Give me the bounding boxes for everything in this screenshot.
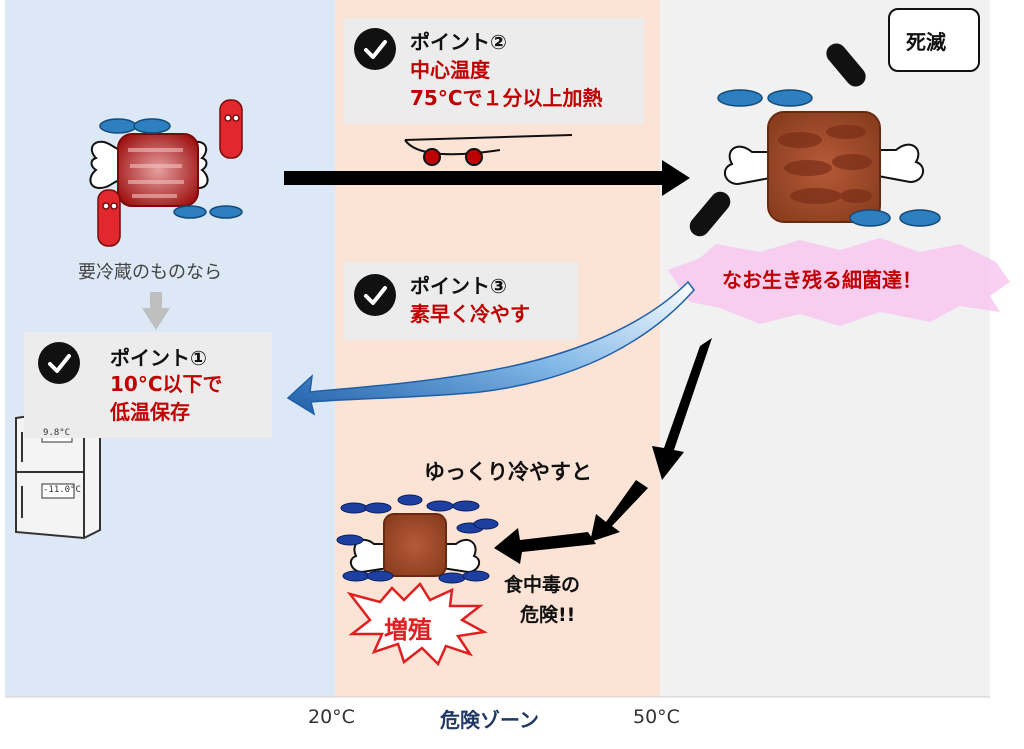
dead-label: 死滅 xyxy=(906,30,946,54)
blue-bacteria-group-2 xyxy=(717,89,941,227)
check-icon xyxy=(38,342,80,384)
cooked-meat-illustration xyxy=(723,111,925,223)
fridge-top-display: 9.8°C xyxy=(43,428,71,438)
multiplying-meat xyxy=(349,513,481,577)
check-icon xyxy=(354,274,396,316)
thermometer-probe xyxy=(404,134,573,166)
point3-title: ポイント③ xyxy=(410,274,507,298)
red-bacteria-group xyxy=(97,99,243,247)
temp-20-label: 20°C xyxy=(308,706,355,728)
multiply-burst xyxy=(346,582,488,667)
slow-cool-label: ゆっくり冷やすと xyxy=(424,460,592,484)
slow-cool-arrow-3 xyxy=(494,528,596,564)
point3-line1: 素早く冷やす xyxy=(410,302,530,326)
point2-callout: ポイント② 中心温度 75°Cで１分以上加熱 xyxy=(344,18,644,124)
temp-50-label: 50°C xyxy=(633,706,680,728)
point3-callout: ポイント③ 素早く冷やす xyxy=(344,262,578,340)
dead-badge: 死滅 xyxy=(888,8,980,72)
down-arrow-gray xyxy=(150,292,162,310)
point1-title: ポイント① xyxy=(110,346,207,370)
blue-bacteria-group-1 xyxy=(99,118,243,219)
blue-bacteria-swarm xyxy=(336,494,499,584)
point2-title: ポイント② xyxy=(410,30,507,54)
pink-burst xyxy=(668,238,1010,326)
dead-bacteria-group xyxy=(689,43,866,237)
slow-cool-arrow-2 xyxy=(590,480,648,542)
refrigerate-label: 要冷蔵のものなら xyxy=(78,262,222,283)
point1-line1: 10°C以下で xyxy=(110,372,223,396)
point2-line1: 中心温度 xyxy=(410,58,490,82)
point1-line2: 低温保存 xyxy=(110,400,190,424)
slow-cool-arrow-1 xyxy=(652,338,712,480)
check-icon xyxy=(354,28,396,70)
survivors-label: なお生き残る細菌達！ xyxy=(722,268,922,292)
food-poisoning-line1: 食中毒の xyxy=(504,574,581,596)
multiply-label: 増殖 xyxy=(384,616,432,644)
danger-zone-label: 危険ゾーン xyxy=(440,708,539,732)
raw-meat-illustration xyxy=(89,133,209,207)
fridge-bottom-display: -11.0°C xyxy=(43,485,81,495)
point2-line2: 75°Cで１分以上加熱 xyxy=(410,86,603,110)
heat-arrow xyxy=(284,171,664,185)
point1-callout: ポイント① 10°C以下で 低温保存 xyxy=(24,332,272,438)
food-poisoning-line2: 危険!! xyxy=(520,604,576,626)
cool-arrow xyxy=(286,280,695,416)
